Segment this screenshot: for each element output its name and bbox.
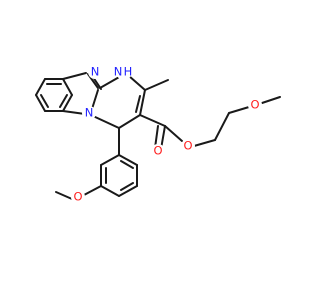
ester-chain	[139, 96, 281, 150]
atom-label-n-imidazole: N	[91, 65, 100, 79]
methoxyphenyl-ring	[55, 127, 138, 200]
atom-label-o-carbonyl: O	[153, 144, 162, 158]
methyl-bond	[144, 79, 169, 91]
molecule-structure-diagram: N N H N O O O O	[35, 64, 281, 204]
atom-label-o-ester: O	[183, 139, 192, 153]
dihydropyrimidine-ring	[92, 75, 146, 129]
atom-label-o-methoxy: O	[73, 190, 82, 204]
molecule-canvas: N N H N O O O O	[35, 64, 281, 204]
atom-label-group: N N H N O O O O	[71, 64, 262, 204]
atom-label-n-bridge: N	[85, 106, 94, 120]
atom-label-o-ether: O	[250, 98, 259, 112]
atom-label-n-amine: N	[114, 65, 123, 79]
benzene-ring-fused	[35, 78, 73, 112]
atom-label-h-amine: H	[124, 65, 133, 79]
imidazole-ring	[62, 72, 102, 115]
